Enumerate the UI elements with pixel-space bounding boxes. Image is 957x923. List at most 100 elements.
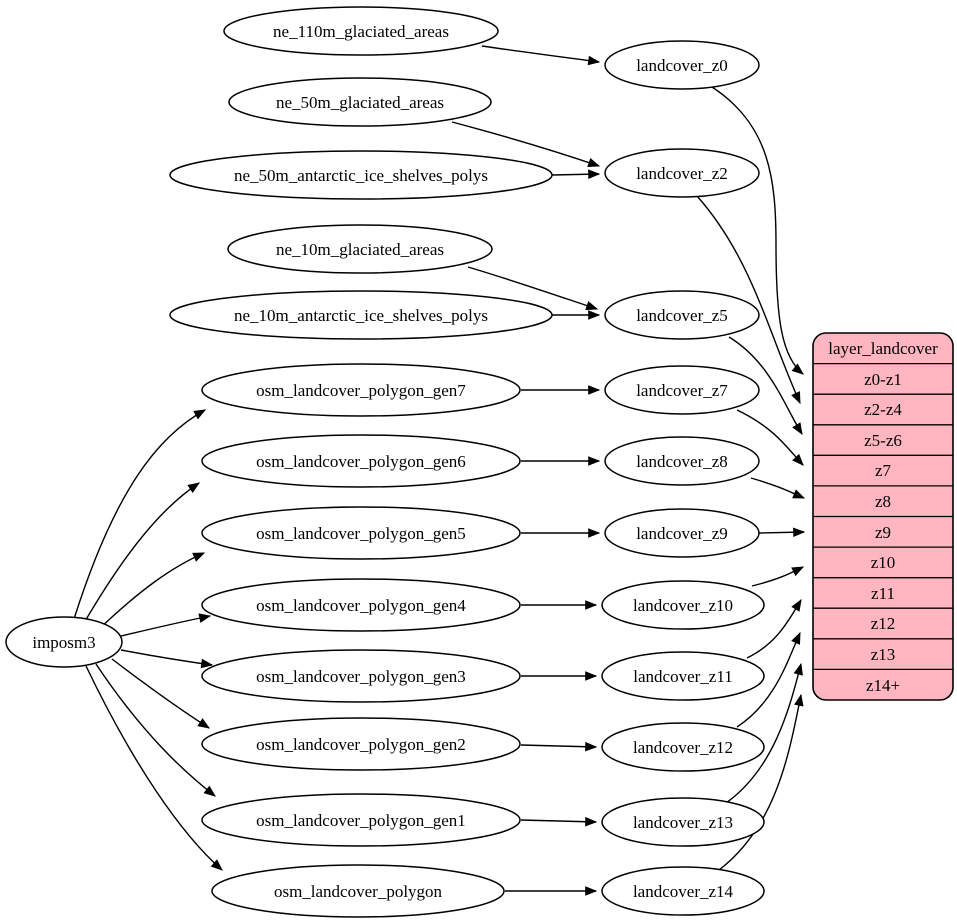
node-osm_landcover_polygon_gen5: osm_landcover_polygon_gen5 <box>201 506 521 560</box>
edge-imposm3-gen5 <box>97 552 206 631</box>
edge-z10-row <box>751 566 805 587</box>
source-label: osm_landcover_polygon_gen2 <box>256 735 466 754</box>
stage-label: landcover_z8 <box>636 452 728 471</box>
source-label: ne_110m_glaciated_areas <box>273 22 449 41</box>
table-row-z8: z8 <box>875 492 891 511</box>
edges <box>73 45 806 896</box>
edge-imposm3-polygon <box>85 665 223 871</box>
source-ellipse <box>169 150 553 200</box>
edge-z5-row <box>728 336 803 436</box>
node-landcover_z10: landcover_z10 <box>601 580 765 630</box>
table-row-z0-z1: z0-z1 <box>864 370 902 389</box>
edge-z9-row <box>758 527 806 538</box>
stage-label: landcover_z13 <box>633 813 733 832</box>
edge-z8-row <box>750 477 806 499</box>
stage-label: landcover_z10 <box>633 596 733 615</box>
edge-imposm3-gen6 <box>83 482 200 624</box>
node-ne_50m_glaciated_areas: ne_50m_glaciated_areas <box>228 77 492 127</box>
node-ne_110m_glaciated_areas: ne_110m_glaciated_areas <box>223 6 499 56</box>
source-label: osm_landcover_polygon <box>274 882 443 901</box>
stage-ellipse <box>604 365 760 415</box>
stage-ellipse <box>604 290 760 340</box>
node-osm_landcover_polygon_gen7: osm_landcover_polygon_gen7 <box>201 363 521 417</box>
node-landcover_z5: landcover_z5 <box>604 290 760 340</box>
source-label: ne_10m_antarctic_ice_shelves_polys <box>234 306 488 325</box>
edge-imposm3-gen3 <box>120 649 214 669</box>
node-osm_landcover_polygon_gen2: osm_landcover_polygon_gen2 <box>201 717 521 771</box>
stage-label: landcover_z14 <box>633 882 734 901</box>
table-row-z11: z11 <box>871 584 895 603</box>
stage-ellipse <box>604 508 760 558</box>
edge-z7-row <box>736 409 804 466</box>
edge-imposm3-gen4 <box>120 613 212 637</box>
stage-ellipse <box>601 722 765 772</box>
stage-ellipse <box>604 148 760 198</box>
edge-ne50m-antarctic-z2 <box>551 169 601 180</box>
node-osm_landcover_polygon_gen1: osm_landcover_polygon_gen1 <box>201 793 521 847</box>
edge-z11-row <box>746 598 802 659</box>
edge-gen2-z12 <box>520 741 598 752</box>
edge-z14-row <box>718 693 804 871</box>
node-landcover_z8: landcover_z8 <box>604 436 760 486</box>
source-ellipse <box>201 717 521 771</box>
source-ellipse <box>201 434 521 488</box>
table-title: layer_landcover <box>828 339 938 358</box>
source-ellipse <box>228 77 492 127</box>
node-osm_landcover_polygon_gen4: osm_landcover_polygon_gen4 <box>201 578 521 632</box>
table-row-z5-z6: z5-z6 <box>864 431 902 450</box>
source-ellipse <box>201 649 521 703</box>
stage-ellipse <box>601 797 765 847</box>
edge-z12-row <box>736 631 801 728</box>
source-ellipse <box>227 224 493 274</box>
stage-label: landcover_z7 <box>636 381 728 400</box>
node-ne_10m_glaciated_areas: ne_10m_glaciated_areas <box>227 224 493 274</box>
edge-imposm3-gen1 <box>95 663 216 797</box>
edge-ne10m-glaciated-z5 <box>467 266 599 311</box>
table-row-z2-z4: z2-z4 <box>864 400 902 419</box>
source-ellipse <box>201 363 521 417</box>
stage-label: landcover_z5 <box>636 306 728 325</box>
node-osm_landcover_polygon_gen6: osm_landcover_polygon_gen6 <box>201 434 521 488</box>
table-row-z10: z10 <box>871 553 896 572</box>
source-ellipse <box>201 506 521 560</box>
node-ne_50m_antarctic_ice_shelves_polys: ne_50m_antarctic_ice_shelves_polys <box>169 150 553 200</box>
node-landcover_z11: landcover_z11 <box>601 651 765 701</box>
edge-imposm3-gen7 <box>73 409 207 620</box>
imposm3-label: imposm3 <box>32 633 95 652</box>
stage-label: landcover_z9 <box>636 524 728 543</box>
edge-z0-row <box>711 86 804 375</box>
table-row-z13: z13 <box>871 645 896 664</box>
source-label: osm_landcover_polygon_gen7 <box>256 381 466 400</box>
source-ellipse <box>201 793 521 847</box>
node-landcover_z2: landcover_z2 <box>604 148 760 198</box>
imposm3-ellipse <box>5 616 123 668</box>
stage-label: landcover_z2 <box>636 164 728 183</box>
source-label: osm_landcover_polygon_gen3 <box>256 667 466 686</box>
source-label: ne_50m_glaciated_areas <box>276 93 444 112</box>
source-ellipse <box>211 864 505 918</box>
node-imposm3: imposm3 <box>5 616 123 668</box>
edge-gen1-z13 <box>520 816 598 827</box>
table-row-z9: z9 <box>875 523 891 542</box>
edge-ne50m-glaciated-z2 <box>451 121 601 168</box>
source-ellipse <box>201 578 521 632</box>
node-landcover_z9: landcover_z9 <box>604 508 760 558</box>
source-label: ne_50m_antarctic_ice_shelves_polys <box>234 166 488 185</box>
node-osm_landcover_polygon: osm_landcover_polygon <box>211 864 505 918</box>
stage-label: landcover_z12 <box>633 738 733 757</box>
node-landcover_z0: landcover_z0 <box>604 40 760 90</box>
stage-label: landcover_z0 <box>636 56 728 75</box>
node-landcover_z12: landcover_z12 <box>601 722 765 772</box>
source-ellipse <box>169 290 553 340</box>
node-landcover_z14: landcover_z14 <box>601 866 765 916</box>
node-osm_landcover_polygon_gen3: osm_landcover_polygon_gen3 <box>201 649 521 703</box>
source-ellipse <box>223 6 499 56</box>
edge-z13-row <box>725 662 803 804</box>
stage-ellipse <box>601 651 765 701</box>
edge-z2-row <box>696 195 801 405</box>
stage-label: landcover_z11 <box>633 667 732 686</box>
edge-imposm3-gen2 <box>111 658 211 729</box>
source-label: osm_landcover_polygon_gen1 <box>256 811 466 830</box>
